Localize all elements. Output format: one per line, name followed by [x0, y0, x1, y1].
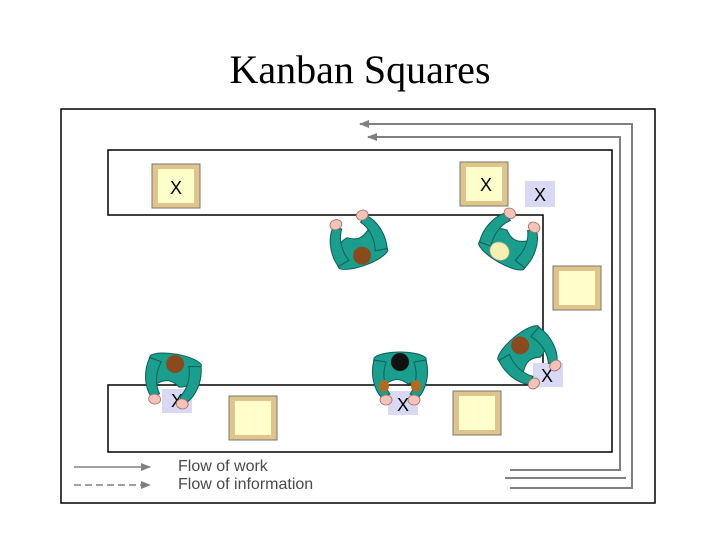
kanban-square-5	[452, 390, 502, 436]
kanban-mark-4: X	[541, 366, 553, 386]
slide-title: Kanban Squares	[229, 47, 491, 92]
kanban-square-4	[228, 395, 278, 441]
worker-icon-3	[139, 348, 205, 412]
outer-frame	[60, 108, 656, 504]
worker-icon-5	[492, 319, 570, 397]
kanban-mark-2: X	[480, 175, 492, 195]
worker-icon-1	[320, 205, 392, 275]
worker-icon-4	[371, 351, 429, 406]
worker-icon-2	[473, 201, 549, 277]
kanban-mark-1: X	[170, 178, 182, 198]
kanban-square-1: X	[151, 163, 201, 209]
kanban-mark-3: X	[534, 185, 546, 205]
kanban-mark-6: X	[397, 395, 409, 415]
kanban-square-2: X	[459, 161, 509, 207]
information-flow-lines	[359, 120, 633, 489]
kanban-mark-group-right-top: X	[525, 181, 555, 207]
legend-work-label: Flow of work	[178, 458, 268, 475]
kanban-square-3	[552, 265, 602, 311]
legend-information-label: Flow of information	[178, 476, 314, 493]
